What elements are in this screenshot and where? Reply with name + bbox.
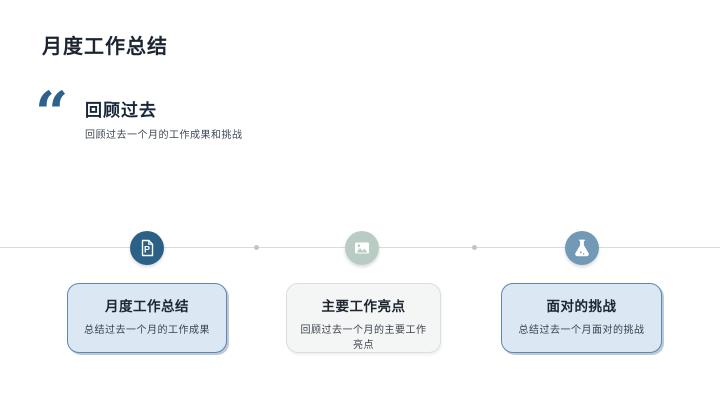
card-description: 总结过去一个月面对的挑战 bbox=[518, 325, 645, 336]
timeline-dot bbox=[472, 245, 477, 250]
quote-subtitle: 回顾过去一个月的工作成果和挑战 bbox=[85, 130, 243, 141]
quote-icon: “ bbox=[35, 79, 69, 147]
flask-icon[interactable] bbox=[565, 231, 599, 265]
card-description: 总结过去一个月的工作成果 bbox=[84, 325, 210, 336]
quote-title: 回顾过去 bbox=[85, 101, 157, 120]
page-title: 月度工作总结 bbox=[42, 36, 168, 58]
document-p-icon[interactable]: P bbox=[130, 231, 164, 265]
timeline-card-summary[interactable]: 月度工作总结 总结过去一个月的工作成果 bbox=[67, 283, 227, 353]
svg-text:P: P bbox=[144, 245, 150, 255]
card-title: 面对的挑战 bbox=[546, 299, 617, 314]
card-title: 主要工作亮点 bbox=[321, 299, 406, 314]
timeline-card-highlights[interactable]: 主要工作亮点 回顾过去一个月的主要工作亮点 bbox=[286, 283, 441, 353]
image-icon[interactable] bbox=[345, 231, 379, 265]
timeline-card-challenges[interactable]: 面对的挑战 总结过去一个月面对的挑战 bbox=[501, 283, 662, 353]
card-title: 月度工作总结 bbox=[105, 299, 189, 314]
timeline-dot bbox=[254, 245, 259, 250]
card-description: 回顾过去一个月的主要工作亮点 bbox=[300, 325, 427, 351]
